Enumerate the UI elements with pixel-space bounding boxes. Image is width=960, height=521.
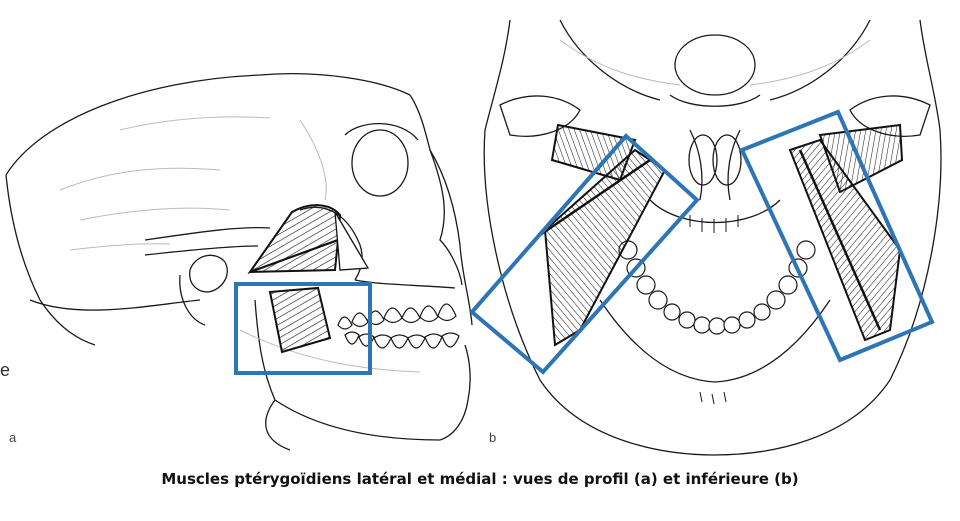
lower-teeth-profile bbox=[344, 331, 460, 349]
panel-label-a: a bbox=[9, 430, 17, 445]
lateral-pterygoid-muscle-a-lower bbox=[249, 238, 340, 273]
skull-profile-drawing bbox=[5, 73, 473, 451]
highlight-box-b-left bbox=[469, 133, 700, 375]
medial-pterygoid-muscle-a bbox=[268, 286, 332, 354]
muscle-edge-b-right bbox=[798, 149, 882, 331]
panel-label-b: b bbox=[489, 430, 497, 445]
highlight-box-b-right bbox=[739, 109, 935, 363]
pterygoid-plate-a bbox=[334, 211, 370, 271]
medial-pterygoid-muscle-b-left bbox=[543, 148, 667, 347]
figure-caption: Muscles ptérygoïdiens latéral et médial … bbox=[161, 470, 799, 488]
stray-letter: e bbox=[0, 360, 11, 380]
muscle-edge-b-left bbox=[539, 158, 651, 237]
upper-teeth-profile bbox=[337, 303, 457, 330]
lateral-pterygoid-muscle-a bbox=[247, 204, 342, 275]
highlight-box-a bbox=[234, 282, 372, 375]
skull-inferior-drawing bbox=[483, 19, 942, 456]
